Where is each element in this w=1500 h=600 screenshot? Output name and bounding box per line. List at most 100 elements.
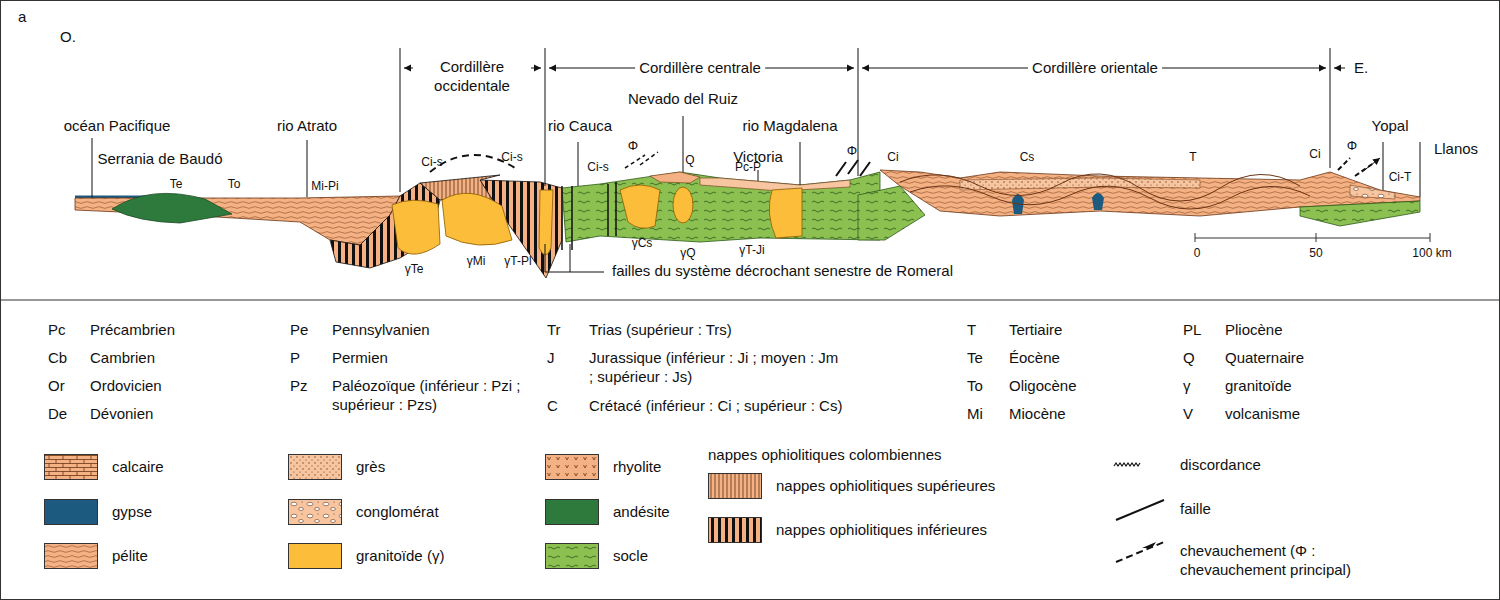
legend-line-sample bbox=[1112, 538, 1168, 566]
legend-text: rhyolite bbox=[613, 458, 661, 477]
legend-code: De bbox=[48, 405, 67, 424]
section-label: Ci bbox=[887, 150, 898, 165]
legend-text: Pliocène bbox=[1225, 321, 1283, 340]
legend-code: Pe bbox=[290, 321, 308, 340]
legend-code: Or bbox=[48, 377, 65, 396]
section-label: Cordillère orientale bbox=[1028, 59, 1162, 78]
legend-text: granitoïde (γ) bbox=[356, 547, 444, 566]
section-label: a bbox=[18, 8, 26, 27]
section-label: Cordillère occidentale bbox=[413, 58, 531, 96]
legend-text: nappes ophiolitiques supérieures bbox=[776, 477, 995, 496]
legend-text: Trias (supérieur : Trs) bbox=[589, 321, 732, 340]
legend-text: socle bbox=[613, 547, 648, 566]
legend-text: nappes ophiolitiques inférieures bbox=[776, 521, 987, 540]
legend-text: pélite bbox=[112, 547, 148, 566]
legend-code: J bbox=[547, 349, 555, 368]
section-label: Φ bbox=[847, 143, 857, 159]
legend-text: Crétacé (inférieur : Ci ; supérieur : Cs… bbox=[589, 397, 842, 416]
legend-text: chevauchement (Φ : chevauchement princip… bbox=[1180, 542, 1400, 580]
section-label: Pc-P bbox=[735, 160, 761, 175]
section-label: rio Atrato bbox=[277, 117, 337, 136]
legend-text: Oligocène bbox=[1009, 377, 1077, 396]
legend-text: gypse bbox=[112, 503, 152, 522]
legend-text: discordance bbox=[1180, 456, 1261, 475]
legend-code: P bbox=[290, 349, 300, 368]
section-label: γT-Ji bbox=[739, 243, 764, 258]
section-label: γCs bbox=[632, 236, 653, 251]
section-label: Nevado del Ruiz bbox=[628, 90, 738, 109]
legend-text: andésite bbox=[613, 503, 670, 522]
section-label: To bbox=[228, 177, 241, 192]
legend-code: Te bbox=[967, 349, 983, 368]
legend-text: Paléozoïque (inférieur : Pzi ; supérieur… bbox=[332, 377, 532, 415]
legend-code: To bbox=[967, 377, 983, 396]
section-label: O. bbox=[60, 28, 76, 47]
legend-code: Mi bbox=[967, 405, 983, 424]
legend-swatch bbox=[44, 499, 98, 525]
legend-text: Pennsylvanien bbox=[332, 321, 430, 340]
legend-code: Pc bbox=[48, 321, 66, 340]
legend-swatch bbox=[288, 499, 342, 525]
legend-text: Éocène bbox=[1009, 349, 1060, 368]
legend-line-sample bbox=[1112, 452, 1168, 480]
legend-swatch bbox=[288, 543, 342, 569]
legend-swatch bbox=[545, 454, 599, 480]
section-label: γTe bbox=[405, 262, 424, 277]
section-label: 100 km bbox=[1412, 246, 1451, 261]
legend-text: Quaternaire bbox=[1225, 349, 1304, 368]
section-label: failles du système décrochant senestre d… bbox=[612, 262, 953, 281]
section-label: γMi bbox=[467, 254, 486, 269]
legend-swatch bbox=[545, 499, 599, 525]
section-label: Cs bbox=[1020, 150, 1035, 165]
legend-code: C bbox=[547, 397, 558, 416]
section-label: Serrania de Baudó bbox=[97, 150, 222, 169]
section-label: γT-Pl bbox=[504, 254, 531, 269]
legend-code: Q bbox=[1183, 349, 1195, 368]
legend-swatch bbox=[708, 517, 762, 543]
legend-text: Miocène bbox=[1009, 405, 1066, 424]
section-label: rio Magdalena bbox=[742, 117, 837, 136]
legend-text: Dévonien bbox=[90, 405, 153, 424]
section-label: Ci-s bbox=[587, 160, 608, 175]
section-label: Ci bbox=[1309, 147, 1320, 162]
legend-text: Permien bbox=[332, 349, 388, 368]
section-label: 0 bbox=[1194, 246, 1201, 261]
section-label: Te bbox=[170, 177, 183, 192]
legend-text: calcaire bbox=[112, 458, 164, 477]
legend-swatch bbox=[44, 543, 98, 569]
legend-text: Ordovicien bbox=[90, 377, 162, 396]
legend-swatch bbox=[288, 454, 342, 480]
legend-swatch bbox=[708, 473, 762, 499]
section-label: T bbox=[1189, 150, 1196, 165]
section-label: nappes ophiolitiques colombiennes bbox=[708, 446, 942, 465]
section-label: Yopal bbox=[1372, 117, 1409, 136]
section-label: océan Pacifique bbox=[64, 117, 171, 136]
legend-text: Cambrien bbox=[90, 349, 155, 368]
legend-text: conglomérat bbox=[356, 503, 439, 522]
section-label: Mi-Pi bbox=[311, 179, 338, 194]
legend-text: Tertiaire bbox=[1009, 321, 1062, 340]
section-label: Q bbox=[685, 153, 694, 168]
legend-text: grès bbox=[356, 458, 385, 477]
legend-code: Pz bbox=[290, 377, 308, 396]
section-label: Llanos bbox=[1434, 140, 1478, 159]
legend-code: Cb bbox=[48, 349, 67, 368]
legend-code: Tr bbox=[547, 321, 561, 340]
legend-text: Précambrien bbox=[90, 321, 175, 340]
legend-swatch bbox=[545, 543, 599, 569]
legend-line-sample bbox=[1112, 496, 1168, 524]
legend-text: faille bbox=[1180, 500, 1211, 519]
section-label: Ci-s bbox=[421, 155, 442, 170]
legend-code: γ bbox=[1183, 377, 1191, 396]
section-label: 50 bbox=[1309, 246, 1322, 261]
section-label: E. bbox=[1350, 59, 1372, 78]
legend-swatch bbox=[44, 454, 98, 480]
legend-text: granitoïde bbox=[1225, 377, 1292, 396]
section-label: Φ bbox=[628, 138, 638, 154]
legend-text: volcanisme bbox=[1225, 405, 1300, 424]
legend-code: V bbox=[1183, 405, 1193, 424]
legend-code: T bbox=[967, 321, 976, 340]
section-label: rio Cauca bbox=[548, 117, 612, 136]
section-label: Ci-T bbox=[1389, 170, 1412, 185]
